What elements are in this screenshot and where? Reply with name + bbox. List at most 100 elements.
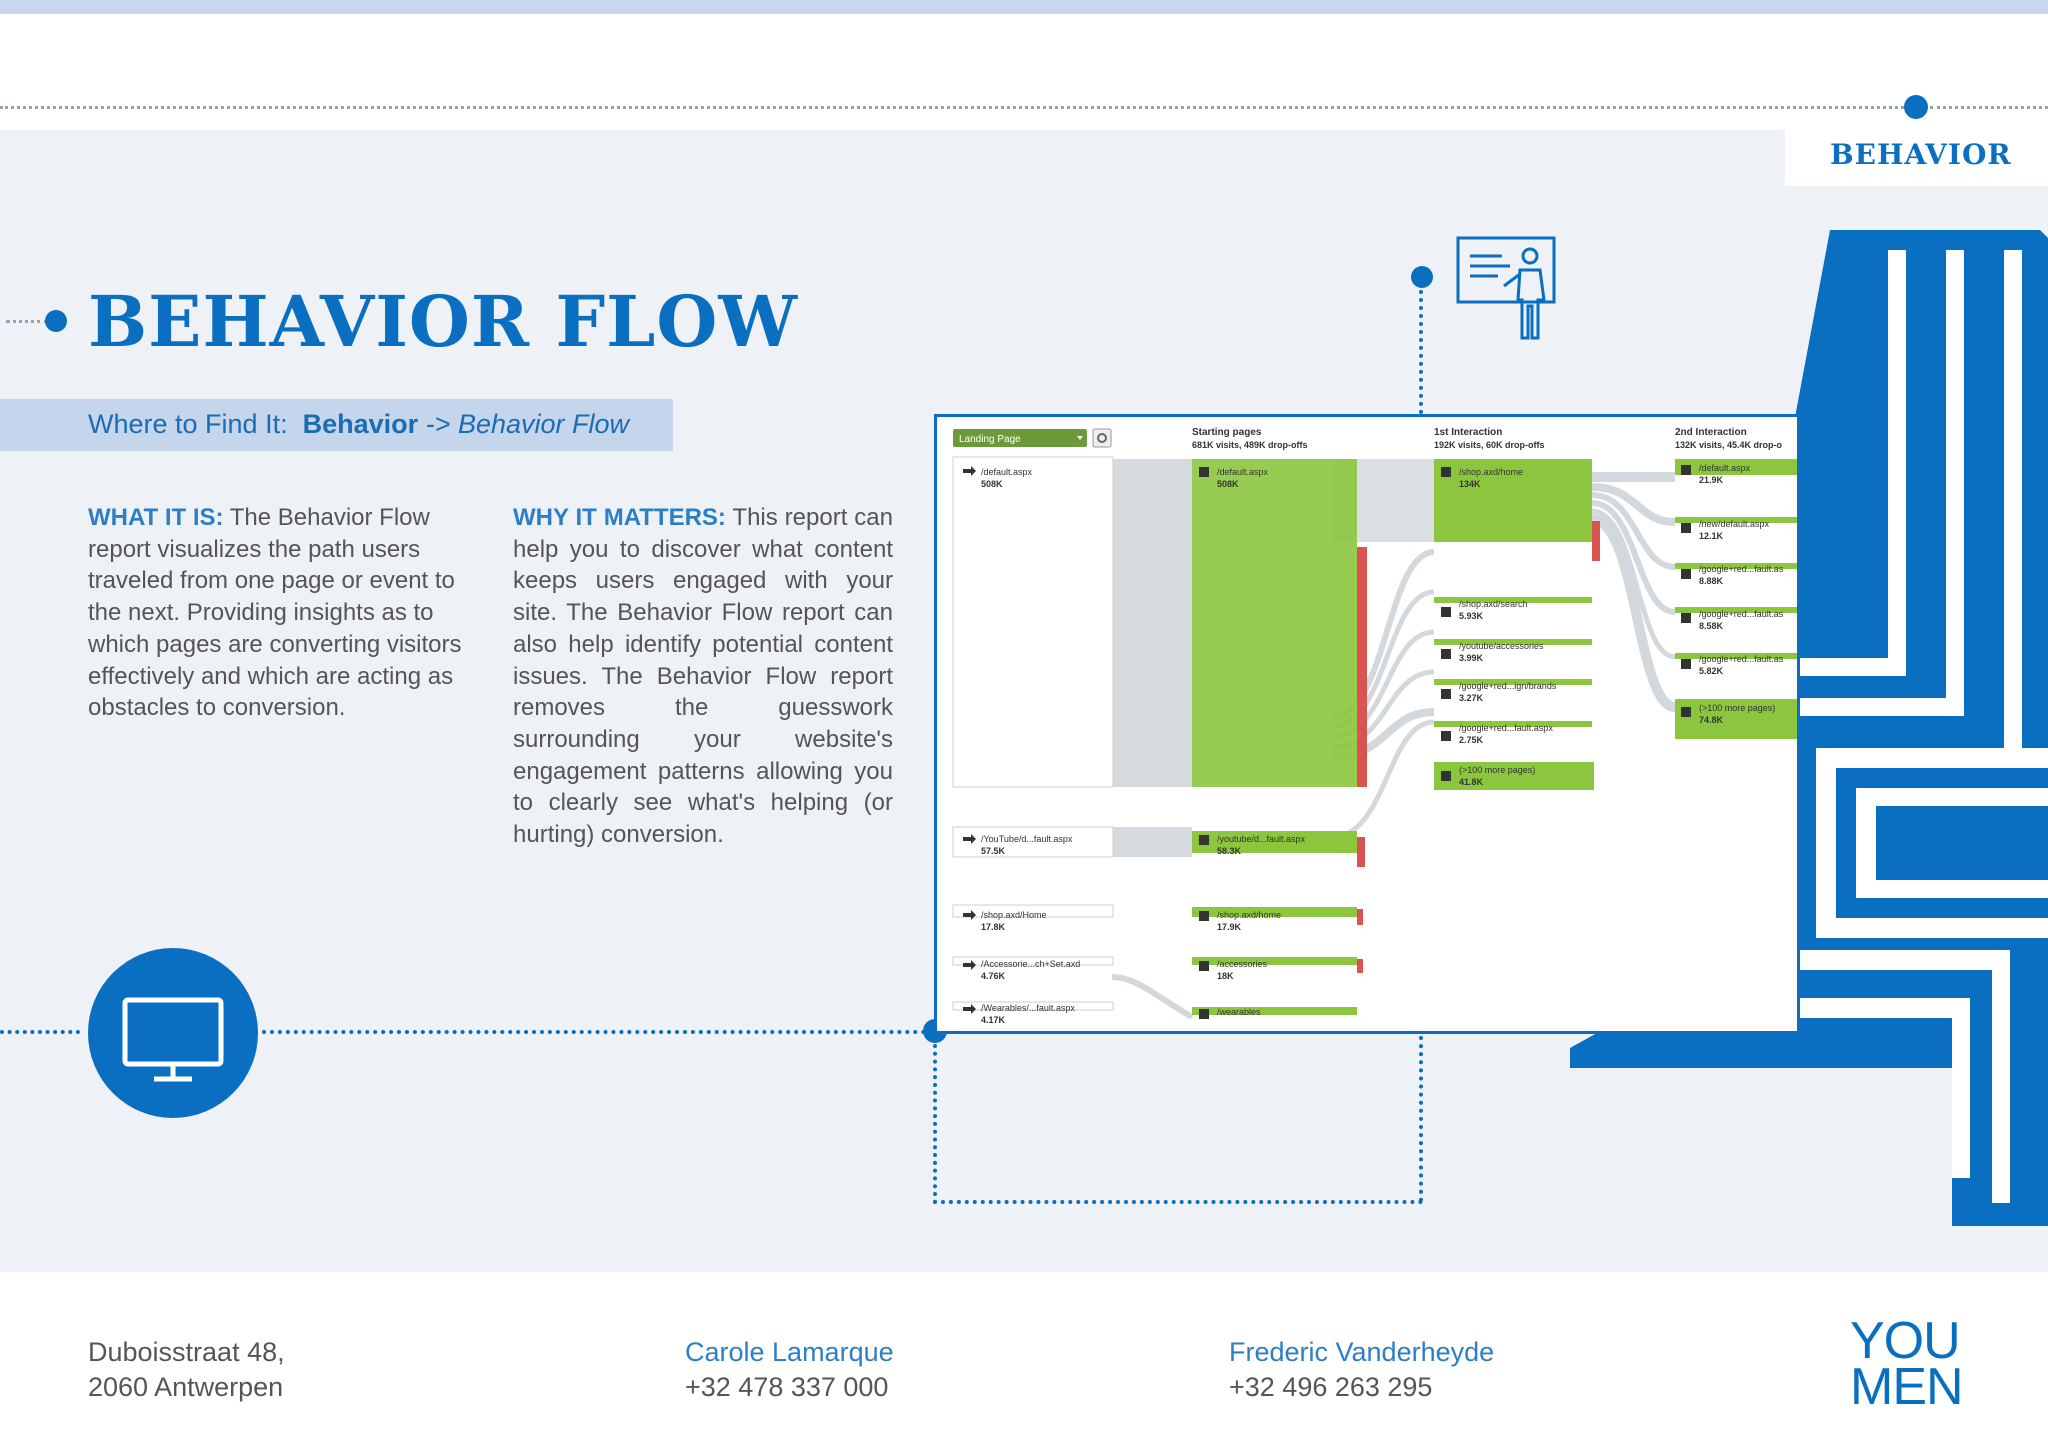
lower-dotted-connector-bottom — [933, 1200, 1423, 1204]
first-label-0: /shop.axd/home — [1459, 467, 1523, 477]
col3-subtitle: 132K visits, 45.4K drop-o — [1675, 440, 1783, 450]
page-title: BEHAVIOR FLOW — [88, 280, 798, 363]
landing-page-dropdown[interactable] — [953, 429, 1087, 447]
entrance-icon — [963, 960, 976, 970]
behavior-flow-diagram: Landing Page Starting pages 681K visits,… — [952, 427, 1797, 1025]
contact-1-name[interactable]: Carole Lamarque — [685, 1337, 894, 1367]
section-tab — [1785, 130, 2048, 186]
address-line-2: 2060 Antwerpen — [88, 1372, 284, 1402]
left-dotted-connector — [0, 1030, 80, 1034]
first-label-3: /google+red...ign/brands — [1459, 681, 1557, 691]
second-value-5: 74.8K — [1699, 715, 1724, 725]
entrance-icon — [963, 466, 976, 476]
top-divider-dot — [1904, 95, 1928, 119]
col2-title: 1st Interaction — [1434, 427, 1502, 438]
starting-value-3: 18K — [1217, 971, 1234, 981]
icon-connector-dot — [1411, 266, 1433, 288]
col2-subtitle: 192K visits, 60K drop-offs — [1434, 440, 1545, 450]
find-it-bar — [0, 399, 673, 451]
why-it-matters-body: This report can help you to discover wha… — [513, 504, 893, 849]
logo-line-2: MEN — [1850, 1358, 1964, 1416]
find-it-text: Where to Find It: Behavior -> Behavior F… — [88, 409, 629, 440]
starting-value-2: 17.9K — [1217, 922, 1242, 932]
first-label-4: /google+red...fault.aspx — [1459, 723, 1553, 733]
landing-value-1: 57.5K — [981, 846, 1006, 856]
lower-dotted-connector-right — [1419, 1036, 1423, 1202]
behavior-flow-screenshot: Landing Page Starting pages 681K visits,… — [934, 414, 1800, 1034]
monitor-icon — [122, 997, 224, 1082]
first-label-2: /youtube/accessories — [1459, 641, 1544, 651]
col1-subtitle: 681K visits, 489K drop-offs — [1192, 440, 1308, 450]
starting-value-0: 508K — [1217, 479, 1239, 489]
landing-label-1: /YouTube/d...fault.aspx — [981, 834, 1073, 844]
second-label-0: /default.aspx — [1699, 463, 1751, 473]
first-label-5: (>100 more pages) — [1459, 765, 1535, 775]
logo-line-1: YOU — [1850, 1312, 1961, 1370]
first-value-1: 5.93K — [1459, 611, 1484, 621]
col1-title: Starting pages — [1192, 427, 1262, 438]
why-it-matters-paragraph: WHY IT MATTERS: This report can help you… — [513, 502, 893, 851]
what-it-is-paragraph: WHAT IT IS: The Behavior Flow report vis… — [88, 502, 468, 724]
footer-address: Duboisstraat 48, 2060 Antwerpen — [88, 1335, 285, 1405]
find-it-item: Behavior Flow — [457, 409, 630, 439]
starting-value-1: 58.3K — [1217, 846, 1242, 856]
starting-label-3: /accessories — [1217, 959, 1268, 969]
first-value-0: 134K — [1459, 479, 1481, 489]
gear-icon[interactable] — [1092, 428, 1112, 448]
entrance-icon — [963, 910, 976, 920]
section-label: BEHAVIOR — [1830, 138, 2012, 171]
middle-dotted-connector — [262, 1030, 934, 1034]
first-value-5: 41.8K — [1459, 777, 1484, 787]
what-it-is-body: The Behavior Flow report visualizes the … — [88, 504, 462, 722]
find-it-prefix: Where to Find It: — [88, 409, 288, 439]
first-value-3: 3.27K — [1459, 693, 1484, 703]
col3-title: 2nd Interaction — [1675, 427, 1747, 438]
gear-icon-glyph — [1097, 433, 1107, 443]
first-value-4: 2.75K — [1459, 735, 1484, 745]
second-label-2: /google+red...fault.as — [1699, 564, 1784, 574]
second-value-4: 5.82K — [1699, 666, 1724, 676]
landing-label-2: /shop.axd/Home — [981, 910, 1047, 920]
landing-value-0: 508K — [981, 479, 1003, 489]
youmen-logo: YOU MEN — [1850, 1312, 1964, 1416]
landing-label-4: /Wearables/...fault.aspx — [981, 1003, 1075, 1013]
second-value-3: 8.58K — [1699, 621, 1724, 631]
starting-label-0: /default.aspx — [1217, 467, 1269, 477]
top-dotted-divider — [0, 106, 1915, 109]
contact-2-phone[interactable]: +32 496 263 295 — [1229, 1372, 1433, 1402]
landing-value-3: 4.76K — [981, 971, 1006, 981]
lower-dotted-connector-left — [933, 1044, 937, 1204]
first-label-1: /shop.axd/search — [1459, 599, 1528, 609]
second-label-3: /google+red...fault.as — [1699, 609, 1784, 619]
landing-value-2: 17.8K — [981, 922, 1006, 932]
second-label-1: /new/default.aspx — [1699, 519, 1770, 529]
landing-label-0: /default.aspx — [981, 467, 1033, 477]
entrance-icon — [963, 834, 976, 844]
starting-label-4: /wearables — [1217, 1007, 1261, 1017]
chevron-down-icon — [1077, 436, 1083, 440]
footer-contact-2: Frederic Vanderheyde +32 496 263 295 — [1229, 1335, 1494, 1405]
landing-value-4: 4.17K — [981, 1015, 1006, 1025]
second-value-0: 21.9K — [1699, 475, 1724, 485]
second-label-4: /google+red...fault.as — [1699, 654, 1784, 664]
footer-contact-1: Carole Lamarque +32 478 337 000 — [685, 1335, 894, 1405]
second-value-2: 8.88K — [1699, 576, 1724, 586]
why-it-matters-lead: WHY IT MATTERS: — [513, 504, 726, 531]
top-dotted-divider-right — [1930, 106, 2048, 109]
second-label-5: (>100 more pages) — [1699, 703, 1775, 713]
teacher-board-icon — [1456, 236, 1556, 340]
find-it-menu: Behavior — [302, 409, 419, 439]
title-dotted-line — [6, 320, 48, 323]
monitor-badge — [88, 948, 258, 1118]
starting-label-2: /shop.axd/home — [1217, 910, 1281, 920]
landing-page-dropdown-label: Landing Page — [959, 434, 1021, 445]
landing-label-3: /Accessorie...ch+Set.axd — [981, 959, 1080, 969]
icon-dotted-connector — [1419, 290, 1423, 414]
what-it-is-lead: WHAT IT IS: — [88, 504, 224, 531]
contact-2-name[interactable]: Frederic Vanderheyde — [1229, 1337, 1495, 1367]
top-accent-bar — [0, 0, 2048, 14]
title-dot — [45, 310, 67, 332]
second-value-1: 12.1K — [1699, 531, 1724, 541]
find-it-arrow: -> — [425, 409, 451, 439]
contact-1-phone[interactable]: +32 478 337 000 — [685, 1372, 889, 1402]
